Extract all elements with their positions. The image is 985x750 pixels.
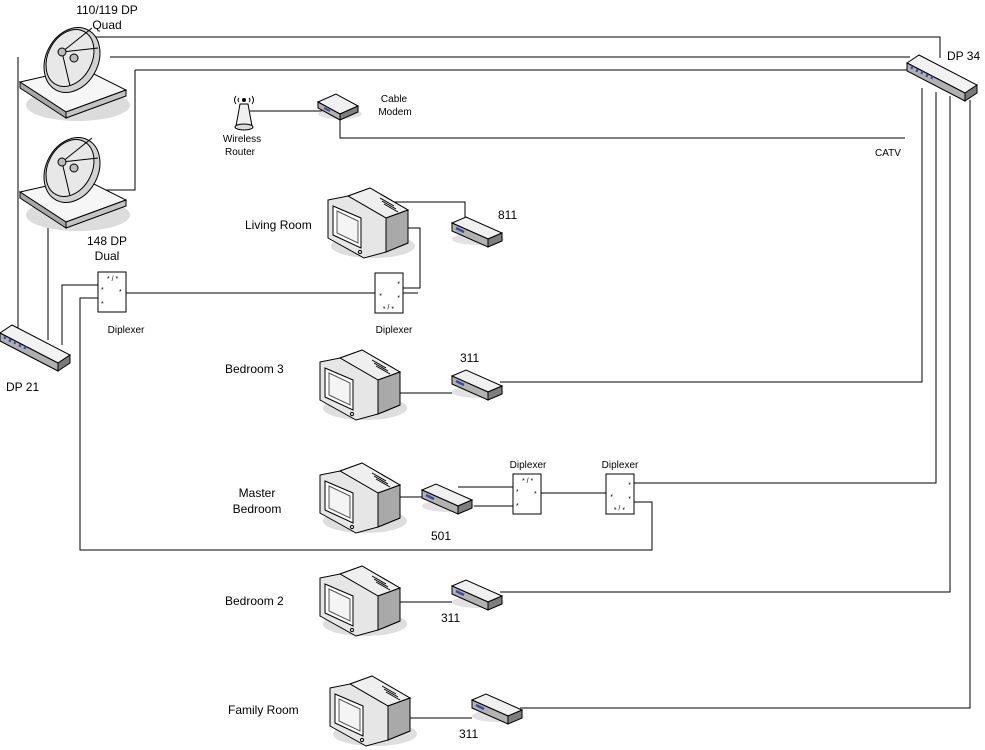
tv-bedroom3-icon — [319, 349, 408, 421]
receiver-living-room-icon — [450, 215, 506, 249]
dp34-label: DP 34 — [947, 49, 980, 63]
diplexer-left-label: Diplexer — [108, 325, 145, 336]
wire-dp34-bedroom3 — [500, 88, 923, 383]
room-label-master-line2: Bedroom — [233, 502, 282, 516]
dish-dual-label-line2: Dual — [95, 249, 120, 263]
modem-label-line1: Cable — [381, 94, 408, 105]
receiver-master-bedroom-icon — [420, 482, 476, 516]
room-label-bedroom3: Bedroom 3 — [225, 362, 284, 376]
satellite-dish-dual-icon — [19, 127, 131, 232]
wire-diplexer-loop — [79, 297, 653, 551]
room-label-bedroom2: Bedroom 2 — [225, 594, 284, 608]
receiver-label-living: 811 — [498, 208, 517, 222]
router-label-line2: Router — [225, 147, 256, 158]
receiver-family-room-icon — [470, 692, 526, 726]
receiver-label-master: 501 — [431, 529, 451, 543]
room-label-living: Living Room — [245, 218, 312, 232]
diplexer-left-icon — [97, 271, 127, 313]
dish-dual-label-line1: 148 DP — [87, 234, 127, 248]
wire-quad-to-dp34-a — [95, 36, 941, 58]
room-label-master-line1: Master — [239, 486, 276, 500]
diplexer-living-label: Diplexer — [376, 325, 413, 336]
dish-quad-label-line1: 110/119 DP — [76, 3, 138, 17]
room-label-family: Family Room — [228, 703, 299, 717]
multiswitch-dp21-icon — [0, 323, 72, 373]
receiver-bedroom3-icon — [450, 368, 506, 402]
receiver-label-family: 311 — [459, 727, 478, 741]
cable-modem-icon — [316, 93, 362, 121]
satellite-dish-quad-icon — [19, 17, 131, 122]
wire-dp21-to-diplexer — [61, 284, 98, 345]
receiver-label-bedroom2: 311 — [441, 611, 460, 625]
catv-label: CATV — [875, 148, 901, 159]
router-label-line1: Wireless — [223, 134, 261, 145]
tv-living-room-icon — [327, 187, 416, 259]
wire-dp34-master — [634, 92, 937, 484]
wire-dp34-bedroom2 — [500, 96, 951, 593]
diplexer-master-a-label: Diplexer — [510, 460, 547, 471]
wireless-router-icon — [234, 95, 254, 131]
wire-modem-to-catv — [339, 114, 905, 139]
tv-family-room-icon — [329, 675, 418, 747]
tv-bedroom2-icon — [319, 565, 408, 637]
receiver-bedroom2-icon — [450, 578, 506, 612]
modem-label-line2: Modem — [378, 107, 411, 118]
wire-living-tv-dplx — [400, 227, 421, 289]
wire-dual-down — [100, 70, 136, 191]
receiver-label-bedroom3: 311 — [460, 351, 479, 365]
diplexer-master-b-label: Diplexer — [602, 460, 639, 471]
dp21-label: DP 21 — [6, 380, 39, 394]
diplexer-master-b-icon — [605, 473, 635, 515]
wiring — [17, 36, 971, 719]
diplexer-master-a-icon — [512, 473, 542, 515]
wire-dp34-family — [520, 100, 971, 709]
dish-quad-label-line2: Quad — [92, 18, 121, 32]
diplexer-living-icon — [374, 272, 404, 314]
tv-master-bedroom-icon — [319, 462, 408, 534]
